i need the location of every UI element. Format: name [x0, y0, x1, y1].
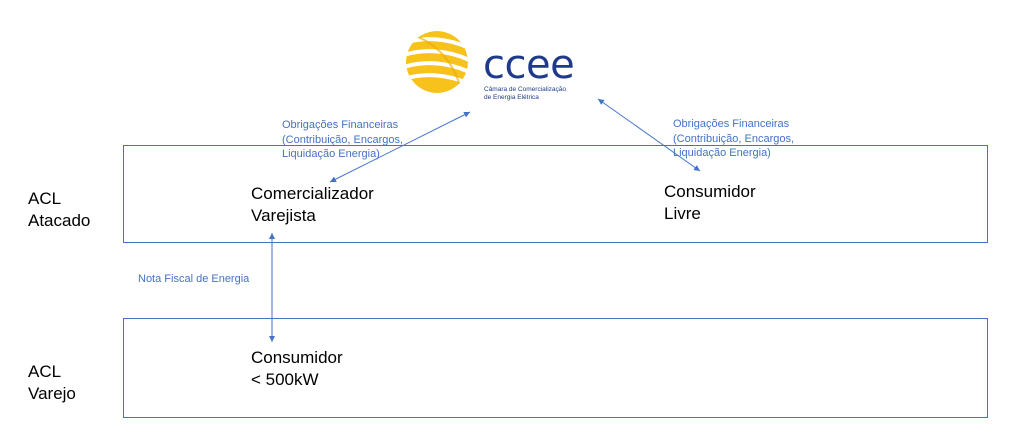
ccee-sun-logo-icon	[406, 31, 468, 93]
ccee-subtitle: Câmara de Comercialização de Energia Elé…	[484, 86, 567, 101]
nota-fiscal-note: Nota Fiscal de Energia	[138, 273, 250, 285]
acl-atacado-box	[123, 145, 988, 243]
ccee-wordmark: ccee	[483, 42, 575, 88]
acl-varejo-box	[123, 318, 988, 418]
obligations-left-note: Obrigações Financeiras (Contribuição, En…	[282, 119, 404, 160]
obligations-right-note: Obrigações Financeiras (Contribuição, En…	[673, 118, 795, 159]
consumidor-livre-node: Consumidor Livre	[664, 182, 756, 223]
acl-atacado-label: ACL Atacado	[28, 189, 91, 230]
comercializador-varejista-node: Comercializador Varejista	[251, 184, 374, 225]
consumidor-small-node: Consumidor < 500kW	[251, 348, 343, 389]
acl-varejo-label: ACL Varejo	[28, 362, 76, 403]
